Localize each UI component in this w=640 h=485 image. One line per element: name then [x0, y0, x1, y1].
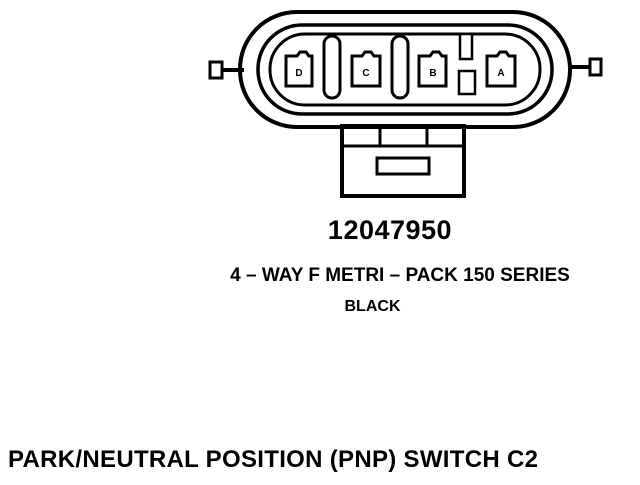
part-number: 12047950 — [327, 215, 453, 245]
terminal-a-label: A — [497, 68, 504, 79]
terminal-d-label: D — [295, 68, 302, 79]
locking-latch — [340, 124, 466, 198]
terminal-c: C — [350, 50, 382, 88]
cavity-separators — [322, 32, 477, 100]
connector-color: BLACK — [344, 298, 401, 315]
terminal-d: D — [284, 50, 314, 88]
terminal-b-label: B — [429, 68, 436, 79]
terminal-b: B — [417, 50, 448, 88]
connector-series: 4 – WAY F METRI – PACK 150 SERIES — [230, 265, 570, 286]
diagram-title: PARK/NEUTRAL POSITION (PNP) SWITCH C2 — [8, 446, 539, 473]
right-tab — [568, 57, 603, 77]
terminal-c-label: C — [362, 68, 369, 79]
terminal-a: A — [485, 50, 517, 88]
